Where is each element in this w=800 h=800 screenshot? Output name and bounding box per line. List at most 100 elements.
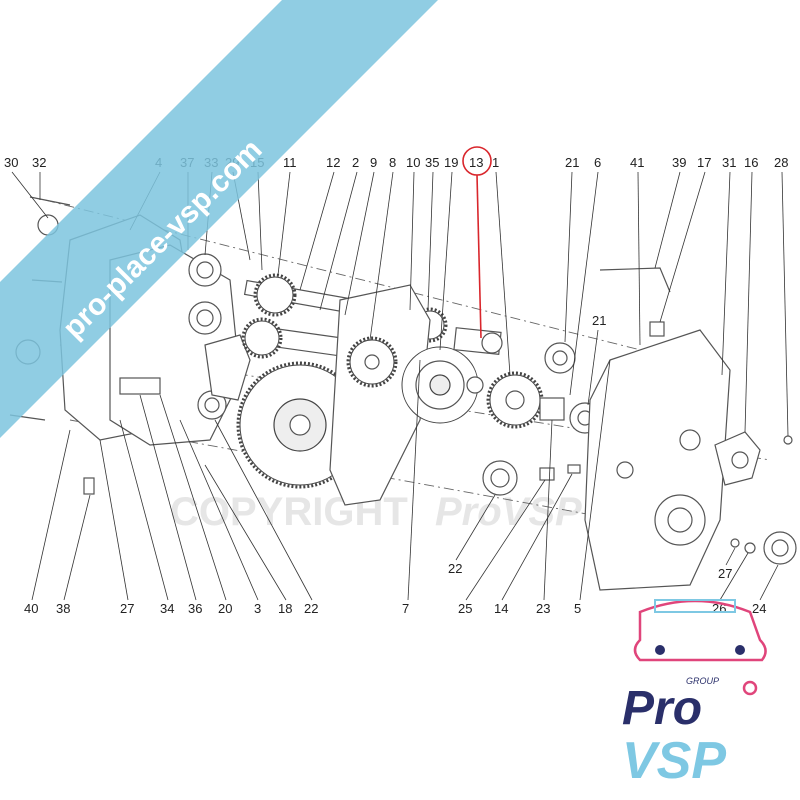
- leader-line: [455, 494, 496, 561]
- callout-6: 6: [594, 155, 601, 170]
- breather-hose-39: [599, 267, 671, 293]
- callout-11: 11: [283, 155, 297, 170]
- cap-17: [649, 321, 665, 337]
- callout-41: 41: [630, 155, 644, 170]
- callout-17: 17: [697, 155, 711, 170]
- centre-plate: [329, 284, 431, 506]
- leader-line: [587, 329, 599, 406]
- callout-16: 16: [744, 155, 758, 170]
- drive-gears: [401, 327, 601, 496]
- crankcase-right-outline: [584, 329, 731, 591]
- car-outline-logo: [633, 599, 767, 662]
- callout-39: 39: [672, 155, 686, 170]
- leader-line: [319, 171, 358, 311]
- leader-line: [744, 171, 753, 433]
- bracket: [204, 334, 251, 401]
- gear-1-hub: [505, 390, 525, 410]
- leader-line: [501, 473, 573, 601]
- leader-line: [659, 171, 706, 323]
- gear-9-teeth: [346, 336, 398, 388]
- leader-line: [11, 171, 49, 219]
- leader-line: [214, 419, 313, 601]
- callout-27-inner: 27: [718, 566, 732, 581]
- callout-36: 36: [188, 601, 202, 616]
- case-bore-inner: [667, 507, 693, 533]
- clutch-hub-center: [289, 414, 311, 436]
- leader-line: [369, 171, 394, 341]
- washer: [466, 376, 484, 394]
- bushing-23: [539, 397, 565, 421]
- callout-12: 12: [326, 155, 340, 170]
- gasket-7: [329, 284, 431, 506]
- gear: [244, 320, 280, 356]
- gear-9-hub: [364, 354, 380, 370]
- callout-23: 23: [536, 601, 550, 616]
- leader-line: [119, 419, 169, 601]
- shift-shaft: [119, 377, 161, 395]
- logo-accent-dot: [742, 680, 758, 696]
- leader-line: [719, 552, 749, 601]
- callout-22: 22: [304, 601, 318, 616]
- axis-line: [69, 419, 621, 521]
- bottom-leader-lines: [31, 359, 611, 601]
- callout-3: 3: [254, 601, 261, 616]
- axis-line: [44, 199, 721, 371]
- leader-line: [179, 419, 259, 601]
- inner-callouts: 21 22 27 26 24: [448, 313, 779, 616]
- callout-18: 18: [278, 601, 292, 616]
- logo-pro: Pro: [622, 682, 702, 735]
- callout-10: 10: [406, 155, 420, 170]
- callout-32: 32: [32, 155, 46, 170]
- copyright-brand: ProVSP: [435, 490, 582, 534]
- plug-25: [539, 467, 555, 481]
- callout-8: 8: [389, 155, 396, 170]
- seal-24-inner: [771, 539, 789, 557]
- leader-line: [564, 171, 573, 343]
- callout-21: 21: [565, 155, 579, 170]
- callout-13: 13: [469, 155, 483, 170]
- callout-31: 31: [722, 155, 736, 170]
- leader-line: [139, 394, 197, 601]
- logo-group-label: GROUP: [686, 676, 719, 686]
- callout-34: 34: [160, 601, 174, 616]
- leader-line: [759, 564, 779, 601]
- leader-line: [579, 359, 611, 601]
- leader-line: [781, 171, 789, 437]
- callout-22-inner: 22: [448, 561, 462, 576]
- washer-26: [744, 542, 756, 554]
- right-crankcase: [584, 267, 797, 591]
- logo-vsp: VSP: [622, 732, 726, 790]
- callout-27: 27: [120, 601, 134, 616]
- plug-38: [83, 477, 95, 495]
- callout-38: 38: [56, 601, 70, 616]
- leader-line: [465, 479, 546, 601]
- highlight-leader: [476, 174, 482, 339]
- leader-line: [159, 394, 227, 601]
- ribbon-band: [0, 0, 438, 438]
- cover-16-center: [731, 451, 749, 469]
- bolt-28: [783, 435, 793, 445]
- assembly-axis-lines: [44, 199, 771, 521]
- spring-14: [567, 464, 581, 474]
- leader-line: [495, 171, 511, 376]
- callout-24-inner: 24: [752, 601, 766, 616]
- leader-line: [427, 171, 434, 311]
- gear-12-teeth: [253, 273, 297, 317]
- shaft-13-end: [481, 332, 503, 354]
- gear-12: [256, 276, 294, 314]
- callout-1: 1: [492, 155, 499, 170]
- bearing-21-inner: [552, 350, 568, 366]
- callout-9: 9: [370, 155, 377, 170]
- car-windshield-logo: [654, 599, 736, 613]
- gear-teeth: [241, 317, 283, 359]
- provsp-logo: GROUP Pro VSP: [622, 599, 767, 790]
- car-headlight-logo: [655, 645, 665, 655]
- leader-line: [409, 171, 415, 311]
- leader-line: [725, 547, 736, 566]
- callout-19: 19: [444, 155, 458, 170]
- leader-line: [299, 171, 335, 291]
- leader-line: [637, 171, 641, 346]
- washer-27: [730, 538, 740, 548]
- leader-line: [439, 171, 453, 351]
